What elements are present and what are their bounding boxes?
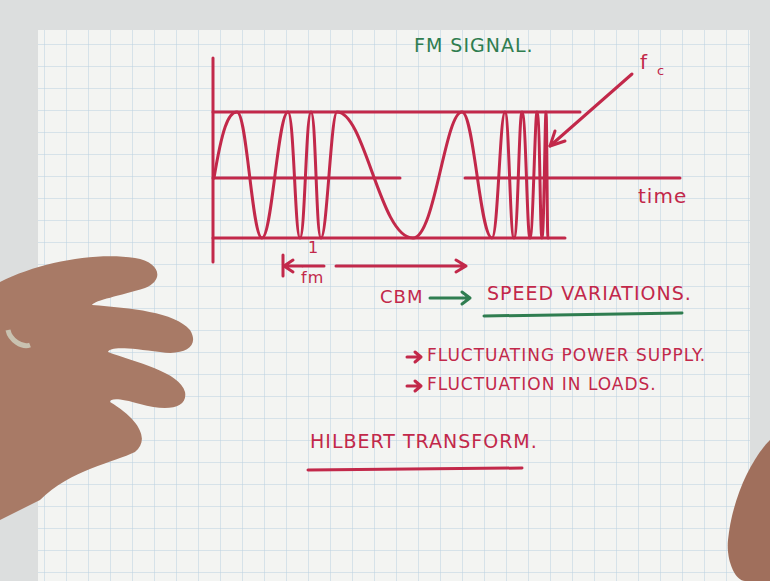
note-text: CBM xyxy=(380,288,423,306)
grid xyxy=(38,30,750,581)
axis-label: time xyxy=(638,186,687,206)
note-text: FLUCTUATING POWER SUPPLY. xyxy=(427,347,706,364)
note-text: SPEED VARIATIONS. xyxy=(487,284,692,303)
fraction-number: 1 xyxy=(308,240,319,256)
hand-shape xyxy=(0,256,193,520)
note-text: HILBERT TRANSFORM. xyxy=(310,432,538,451)
fm-waveform xyxy=(213,58,680,470)
fraction-number: fm xyxy=(301,270,324,286)
title: FM SIGNAL. xyxy=(414,36,534,55)
hand-shape xyxy=(728,440,770,581)
note-text: FLUCTUATION IN LOADS. xyxy=(427,376,657,393)
subscript: c xyxy=(657,64,665,77)
paper xyxy=(38,30,750,581)
ring xyxy=(8,330,30,346)
signal-label: f xyxy=(640,52,648,72)
